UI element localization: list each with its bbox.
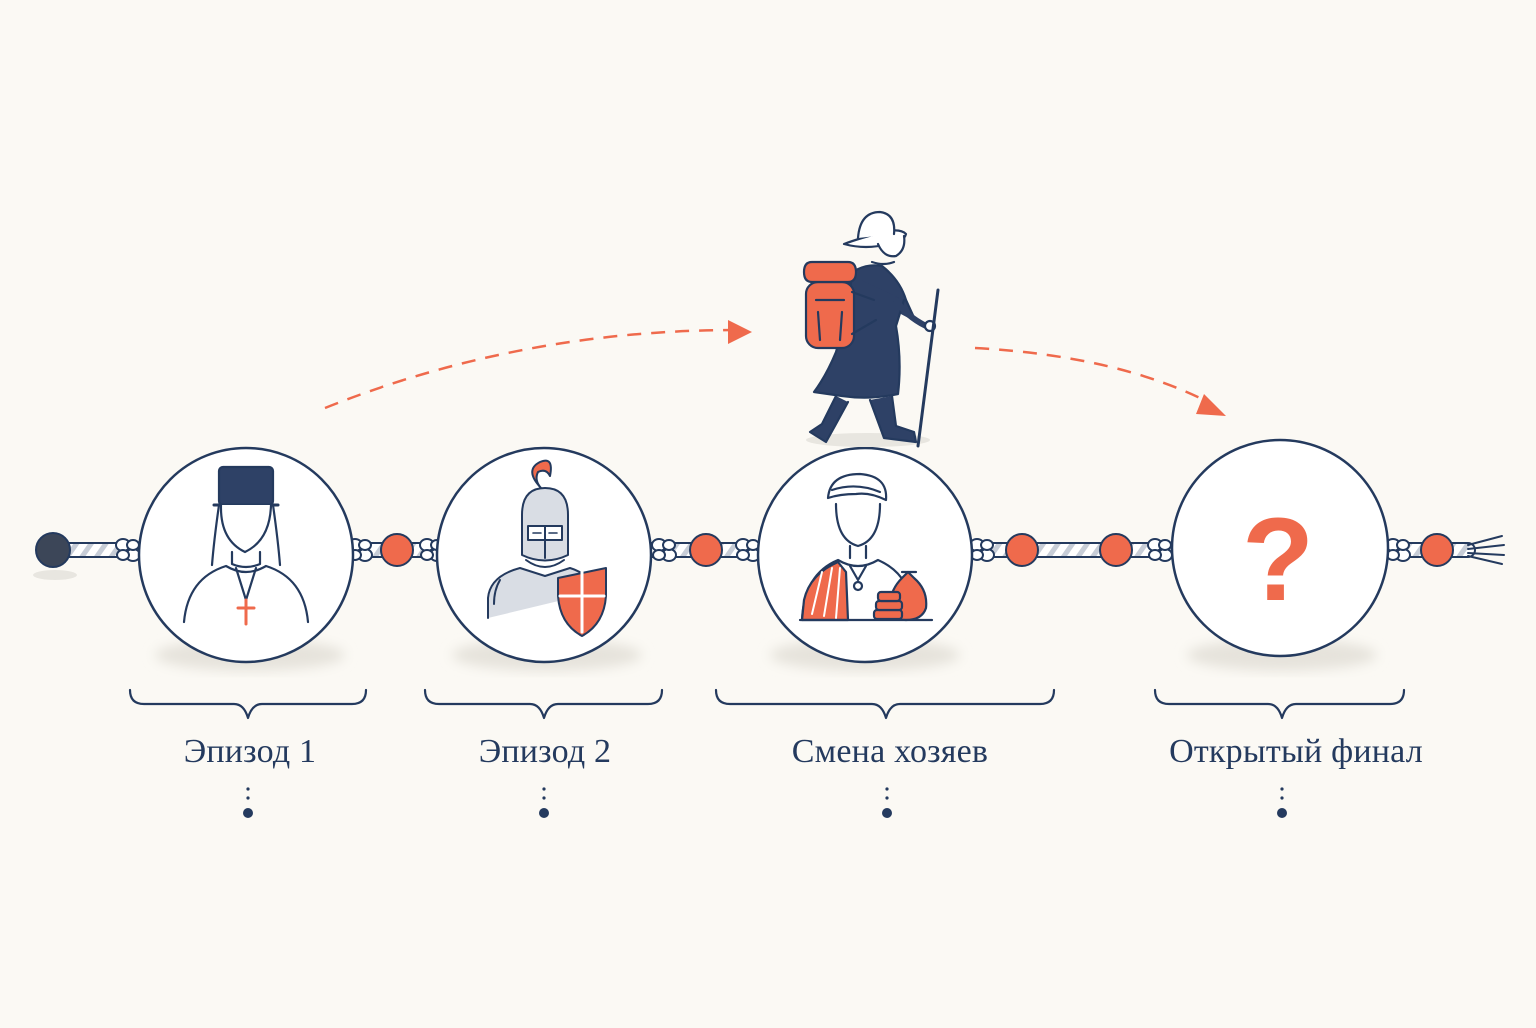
rope-start-knob xyxy=(33,532,77,580)
episode-label-2: Эпизод 2 xyxy=(478,733,612,770)
episode-label-1: Эпизод 1 xyxy=(183,733,317,770)
rope-knot xyxy=(735,538,761,562)
continuation-dots xyxy=(243,787,1287,818)
episode-circle-1 xyxy=(137,446,355,664)
bracket-episode-2 xyxy=(423,688,664,720)
ellipsis-icon xyxy=(539,787,549,818)
question-mark-icon: ? xyxy=(1242,494,1314,626)
bead xyxy=(1420,533,1454,567)
rope-knot xyxy=(651,538,677,562)
merchant-icon xyxy=(798,472,934,622)
bead xyxy=(1099,533,1133,567)
episode-label-4: Открытый финал xyxy=(1169,733,1423,770)
rope-beads xyxy=(380,533,1454,567)
traveler-icon xyxy=(802,210,940,448)
dashed-arrow-right xyxy=(974,346,1226,416)
circle-shadows xyxy=(155,639,1377,671)
ellipsis-icon xyxy=(243,787,253,818)
rope-knot xyxy=(969,538,995,562)
rope-knot xyxy=(115,538,141,562)
bead xyxy=(380,533,414,567)
bracket-episode-4 xyxy=(1153,688,1406,720)
priest-icon xyxy=(182,465,310,626)
bracket-episode-1 xyxy=(128,688,368,720)
bead xyxy=(1005,533,1039,567)
bead xyxy=(689,533,723,567)
svg-text:?: ? xyxy=(1242,494,1314,626)
ellipsis-icon xyxy=(1277,787,1287,818)
frayed-rope-end-icon xyxy=(1467,535,1505,565)
rope-knot xyxy=(1147,538,1173,562)
episode-circles xyxy=(137,438,1390,664)
rope-knot xyxy=(1385,538,1411,562)
knight-icon xyxy=(487,459,607,637)
brackets xyxy=(128,688,1406,720)
dashed-arrow-left xyxy=(324,320,752,410)
bracket-episode-3 xyxy=(714,688,1056,720)
episode-circle-4 xyxy=(1170,438,1390,658)
ellipsis-icon xyxy=(882,787,892,818)
episode-label-3: Смена хозяев xyxy=(791,733,989,770)
